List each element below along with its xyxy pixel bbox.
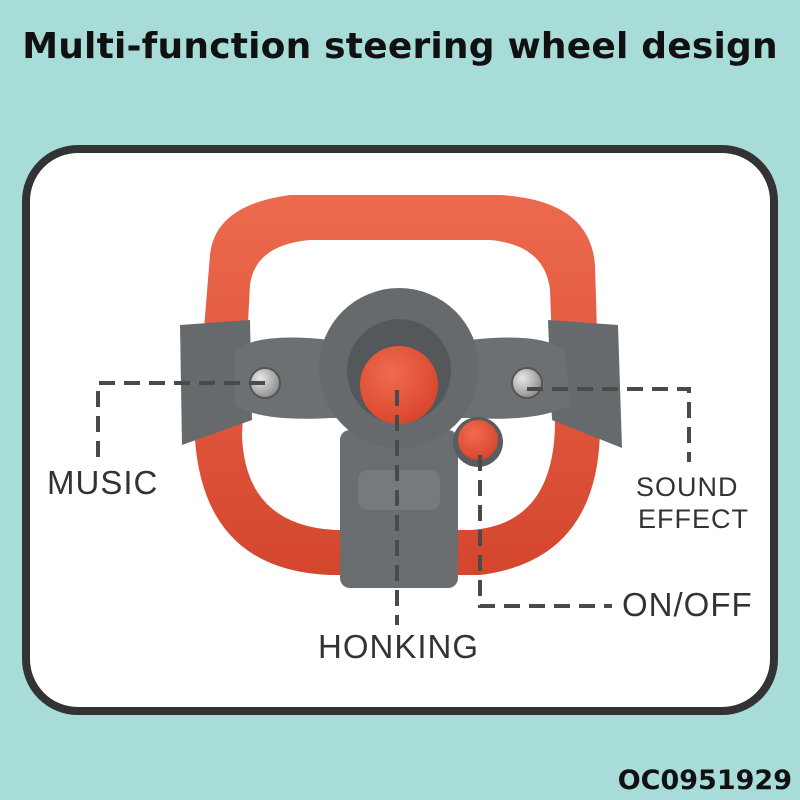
power-button bbox=[458, 420, 498, 460]
honk-button bbox=[360, 346, 438, 424]
sound-effect-button bbox=[511, 367, 543, 399]
honking-label: HONKING bbox=[318, 628, 480, 665]
on-off-label: ON/OFF bbox=[622, 586, 753, 623]
sound-effect-label: SOUND bbox=[636, 472, 739, 502]
product-code: OC0951929 bbox=[617, 765, 792, 796]
right-grip bbox=[548, 320, 622, 448]
sound-effect-label-line2: EFFECT bbox=[638, 504, 749, 534]
page-title: Multi-function steering wheel design bbox=[22, 26, 778, 67]
sound-effect-leader-line bbox=[527, 387, 691, 462]
on-off-leader-line bbox=[478, 455, 612, 608]
music-label: MUSIC bbox=[47, 464, 159, 501]
wheel-rim bbox=[195, 195, 600, 575]
music-leader-line bbox=[96, 381, 265, 462]
left-grip bbox=[180, 320, 252, 445]
